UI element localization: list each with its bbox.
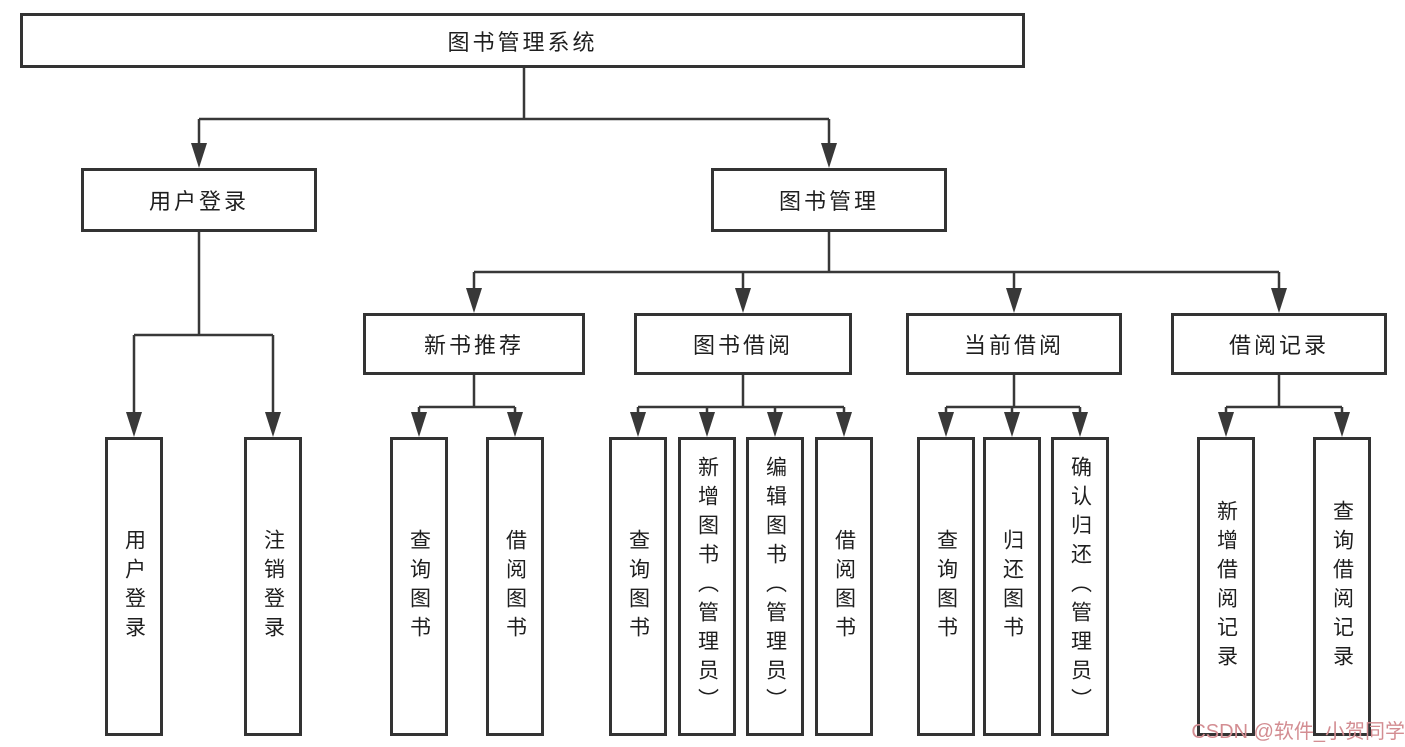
leaf-user-login: 用户登录 <box>105 437 163 736</box>
leaf-edit-books-admin: 编辑图书（管理员） <box>746 437 804 736</box>
leaf-return-books: 归还图书 <box>983 437 1041 736</box>
leaf-add-books-admin: 新增图书（管理员） <box>678 437 736 736</box>
node-current-borrowing: 当前借阅 <box>906 313 1122 375</box>
leaf-query-books-recommend: 查询图书 <box>390 437 448 736</box>
node-library-management-system: 图书管理系统 <box>20 13 1025 68</box>
leaf-logout: 注销登录 <box>244 437 302 736</box>
node-new-book-recommendation: 新书推荐 <box>363 313 585 375</box>
node-book-borrowing: 图书借阅 <box>634 313 852 375</box>
leaf-borrow-books-recommend: 借阅图书 <box>486 437 544 736</box>
leaf-borrow-books: 借阅图书 <box>815 437 873 736</box>
leaf-add-borrow-record: 新增借阅记录 <box>1197 437 1255 736</box>
leaf-query-books-current: 查询图书 <box>917 437 975 736</box>
leaf-confirm-return-admin: 确认归还（管理员） <box>1051 437 1109 736</box>
leaf-query-borrow-record: 查询借阅记录 <box>1313 437 1371 736</box>
csdn-watermark: CSDN @软件_小贺同学 <box>1191 721 1405 743</box>
arrowhead-icons <box>126 143 1350 437</box>
node-user-login: 用户登录 <box>81 168 317 232</box>
node-book-management: 图书管理 <box>711 168 947 232</box>
node-borrowing-records: 借阅记录 <box>1171 313 1387 375</box>
leaf-query-books-borrow: 查询图书 <box>609 437 667 736</box>
